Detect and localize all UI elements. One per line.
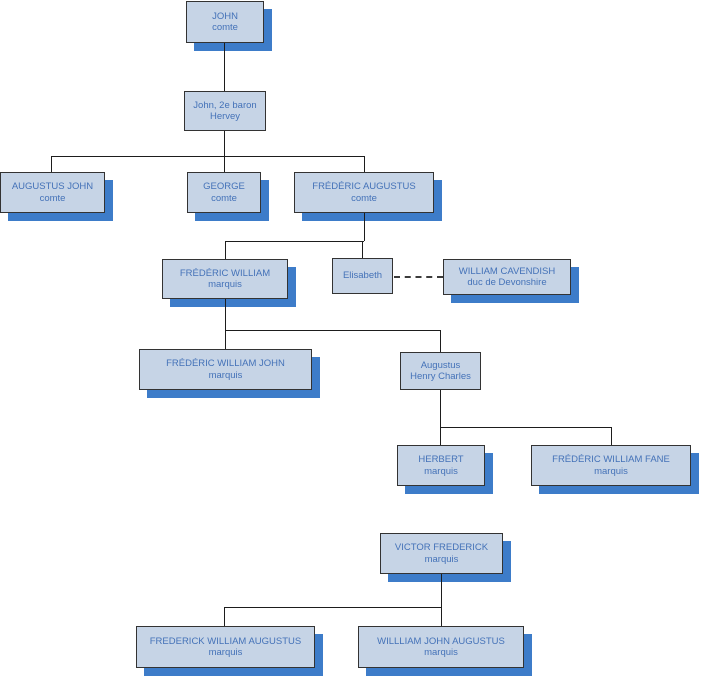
connector-e-aughc-bus [440,427,612,428]
node-name: FREDERICK WILLIAM AUGUSTUS [149,635,302,647]
node-name: John, 2e baron [193,99,257,111]
node-title: marquis [208,647,243,658]
node-name: WILLLIAM JOHN AUGUSTUS [377,635,505,647]
node-title: marquis [424,465,458,477]
connector-e-elisabeth-up [362,241,363,258]
node-name: WILLIAM CAVENDISH [458,265,556,277]
connector-e-fwfane-up [611,427,612,445]
connector-e-augustusjohn-up [51,156,52,172]
marriage-connector [394,276,443,278]
node-title: comte [212,22,238,33]
connector-e-aughc-up [440,330,441,352]
connector-e-herbert-up [440,427,441,445]
node-title: Hervey [209,111,241,122]
connector-e-fredaug-bus [225,241,364,242]
connector-e-baron-down [224,131,225,156]
node-title: Henry Charles [410,371,471,382]
connector-e-victor-down [441,574,442,607]
connector-e-victor-bus [224,607,442,608]
node-title: marquis [594,465,628,477]
node-title: duc de Devonshire [467,277,547,288]
connector-e-fredwilliam-up [225,241,226,259]
node-title: marquis [208,279,242,290]
node-title: comte [39,192,66,204]
connector-e-fredaug-up [364,156,365,172]
connector-e-fwaug-up [224,607,225,626]
connector-e-fredwilliam-down [225,299,226,330]
node-title: comte [211,192,237,204]
node-elisabeth[interactable]: Elisabeth [332,258,393,294]
node-title: comte [351,192,377,204]
connector-e-aughc-down [440,390,441,427]
node-name: FRÉDÉRIC WILLIAM JOHN [166,358,285,370]
node-name: VICTOR FREDERICK [394,542,489,554]
node-name: AUGUSTUS JOHN [11,181,94,193]
node-name: FRÉDÉRIC AUGUSTUS [312,181,416,193]
node-name: GEORGE [203,181,245,193]
node-name: Elisabeth [342,270,383,282]
connector-e-george-up [224,156,225,172]
connector-e-fredaug-down [364,213,365,241]
node-name: JOHN [212,10,238,22]
node-title: marquis [424,553,459,565]
node-name: FRÉDÉRIC WILLIAM [179,267,271,279]
connector-e-fw-bus [225,330,441,331]
connector-e-john-down [224,42,225,91]
connector-e-wjaug-up [441,607,442,626]
node-name: FRÉDÉRIC WILLIAM FANE [552,454,670,466]
node-title: marquis [424,647,458,658]
connector-e-fwjohn-up [225,330,226,349]
node-name: HERBERT [418,454,464,466]
node-name: Augustus [420,359,461,371]
connector-e-baron-bus [51,156,365,157]
node-title: marquis [208,369,243,381]
